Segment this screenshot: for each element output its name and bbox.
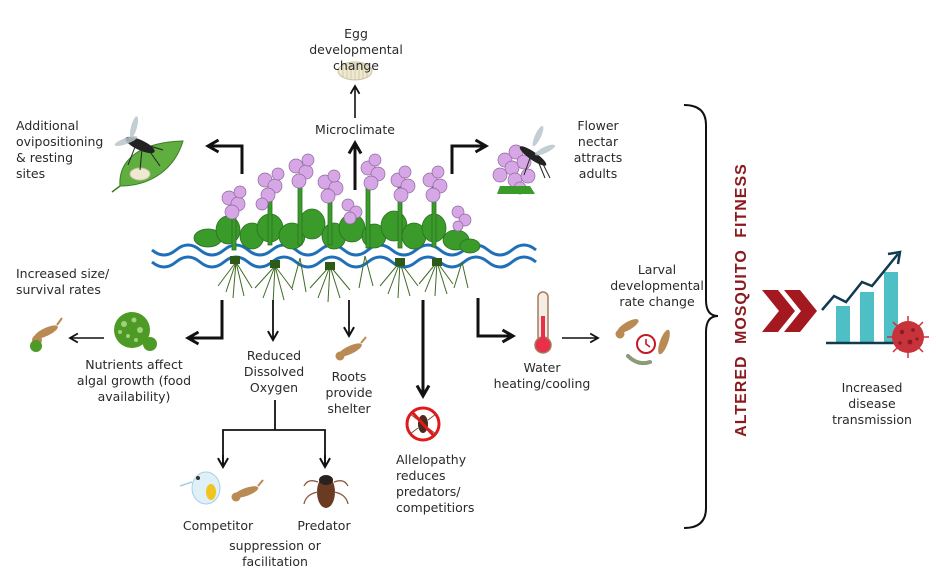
label-allelopathy: Allelopathy reduces predators/ competiti… bbox=[396, 452, 475, 515]
larva-icon bbox=[335, 336, 367, 361]
label-microclimate: Microclimate bbox=[315, 122, 395, 137]
label-reduced-oxygen: Reduced Dissolved Oxygen bbox=[243, 348, 305, 395]
roots bbox=[217, 255, 469, 305]
larval-cycle-icon bbox=[615, 319, 670, 366]
label-roots-shelter: Roots provide shelter bbox=[325, 369, 373, 416]
algae-icon bbox=[114, 312, 157, 351]
daphnia-icon bbox=[179, 471, 221, 505]
rising-bar-chart-icon bbox=[821, 250, 910, 345]
mosquito-on-flower-icon bbox=[492, 125, 556, 195]
label-suppression-facilitation: suppression or facilitation bbox=[229, 538, 321, 569]
egg-raft-icon bbox=[337, 61, 373, 81]
no-predator-icon bbox=[405, 406, 441, 442]
arrow-plants-to-nutrients bbox=[184, 300, 224, 346]
label-flower-nectar: Flower nectar attracts adults bbox=[573, 118, 623, 181]
brace-icon bbox=[683, 104, 719, 529]
thermometer-icon bbox=[534, 291, 552, 354]
label-egg-development: Egg developmental change bbox=[309, 26, 403, 73]
arrow-plants-to-nectar bbox=[450, 138, 490, 174]
virus-icon bbox=[887, 316, 929, 358]
water-hyacinth-plants bbox=[193, 153, 481, 305]
label-water-temperature: Water heating/cooling bbox=[493, 360, 591, 391]
label-competitor: Competitor bbox=[182, 518, 254, 533]
double-chevron-icon bbox=[762, 290, 817, 332]
competitor-larva-icon bbox=[231, 479, 264, 502]
label-nutrients-algae: Nutrients affect algal growth (food avai… bbox=[76, 357, 192, 404]
label-predator: Predator bbox=[297, 518, 351, 533]
altered-fitness-title: ALTERED MOSQUITO FITNESS bbox=[733, 163, 750, 437]
label-oviposition-sites: Additional ovipositioning & resting site… bbox=[16, 118, 104, 181]
larva-eating-algae-icon bbox=[30, 317, 63, 352]
label-disease-transmission: Increased disease transmission bbox=[832, 380, 912, 427]
arrow-plants-to-water-temp bbox=[476, 298, 517, 344]
label-larval-rate: Larval developmental rate change bbox=[610, 262, 704, 309]
arrow-plants-to-oviposition bbox=[204, 138, 244, 174]
oxygen-branch-arrows bbox=[217, 400, 331, 470]
mosquito-on-leaf-icon bbox=[111, 116, 184, 193]
water-beetle-icon bbox=[303, 475, 349, 508]
label-size-survival: Increased size/ survival rates bbox=[16, 266, 110, 297]
